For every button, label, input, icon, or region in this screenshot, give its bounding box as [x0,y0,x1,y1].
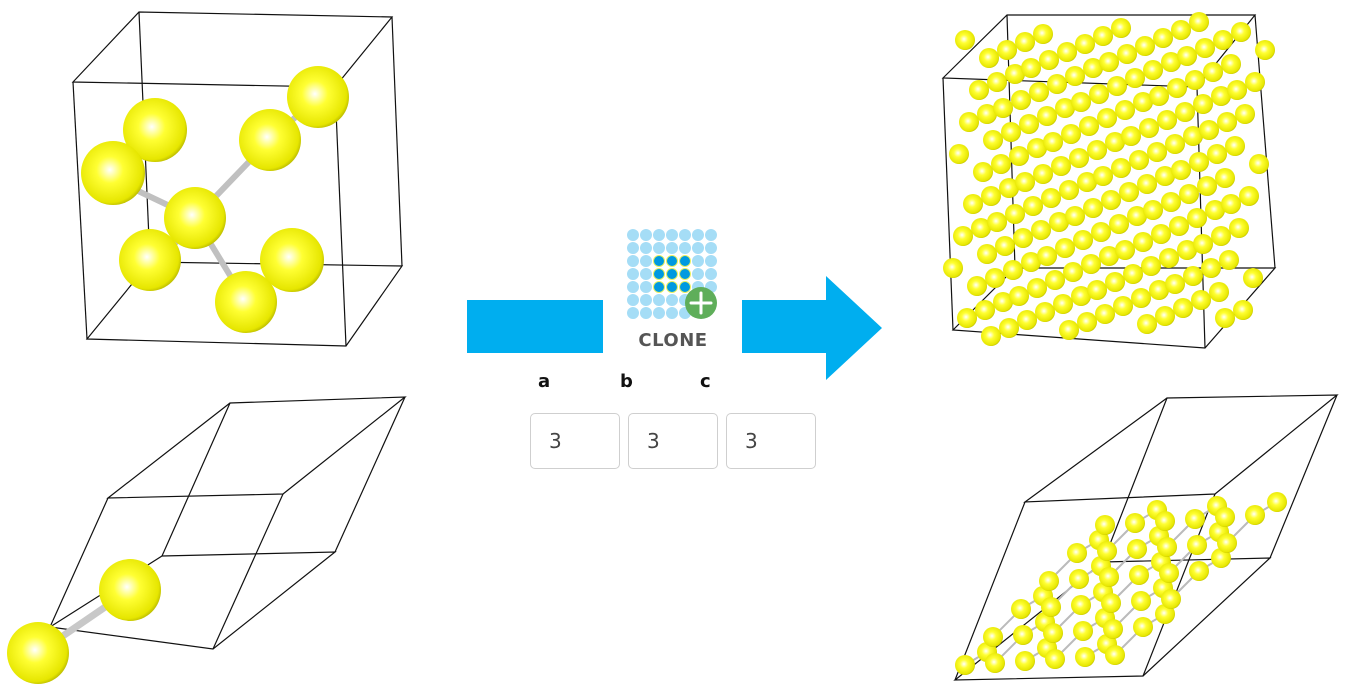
clone-supercell-icon[interactable] [627,229,719,321]
repeat-c-input[interactable] [726,413,816,469]
arrow-right [742,276,882,380]
axis-label-b: b [620,371,633,392]
axis-label-a: a [538,371,551,392]
input-primitive-cell [0,390,420,693]
axis-label-c: c [700,371,711,392]
clone-label: CLONE [638,330,708,351]
repeat-b-input[interactable] [628,413,718,469]
output-conventional-supercell [925,0,1347,360]
input-conventional-cell [0,0,420,360]
arrow-bar-left [467,300,603,353]
repeat-a-input[interactable] [530,413,620,469]
output-primitive-supercell [925,390,1347,693]
